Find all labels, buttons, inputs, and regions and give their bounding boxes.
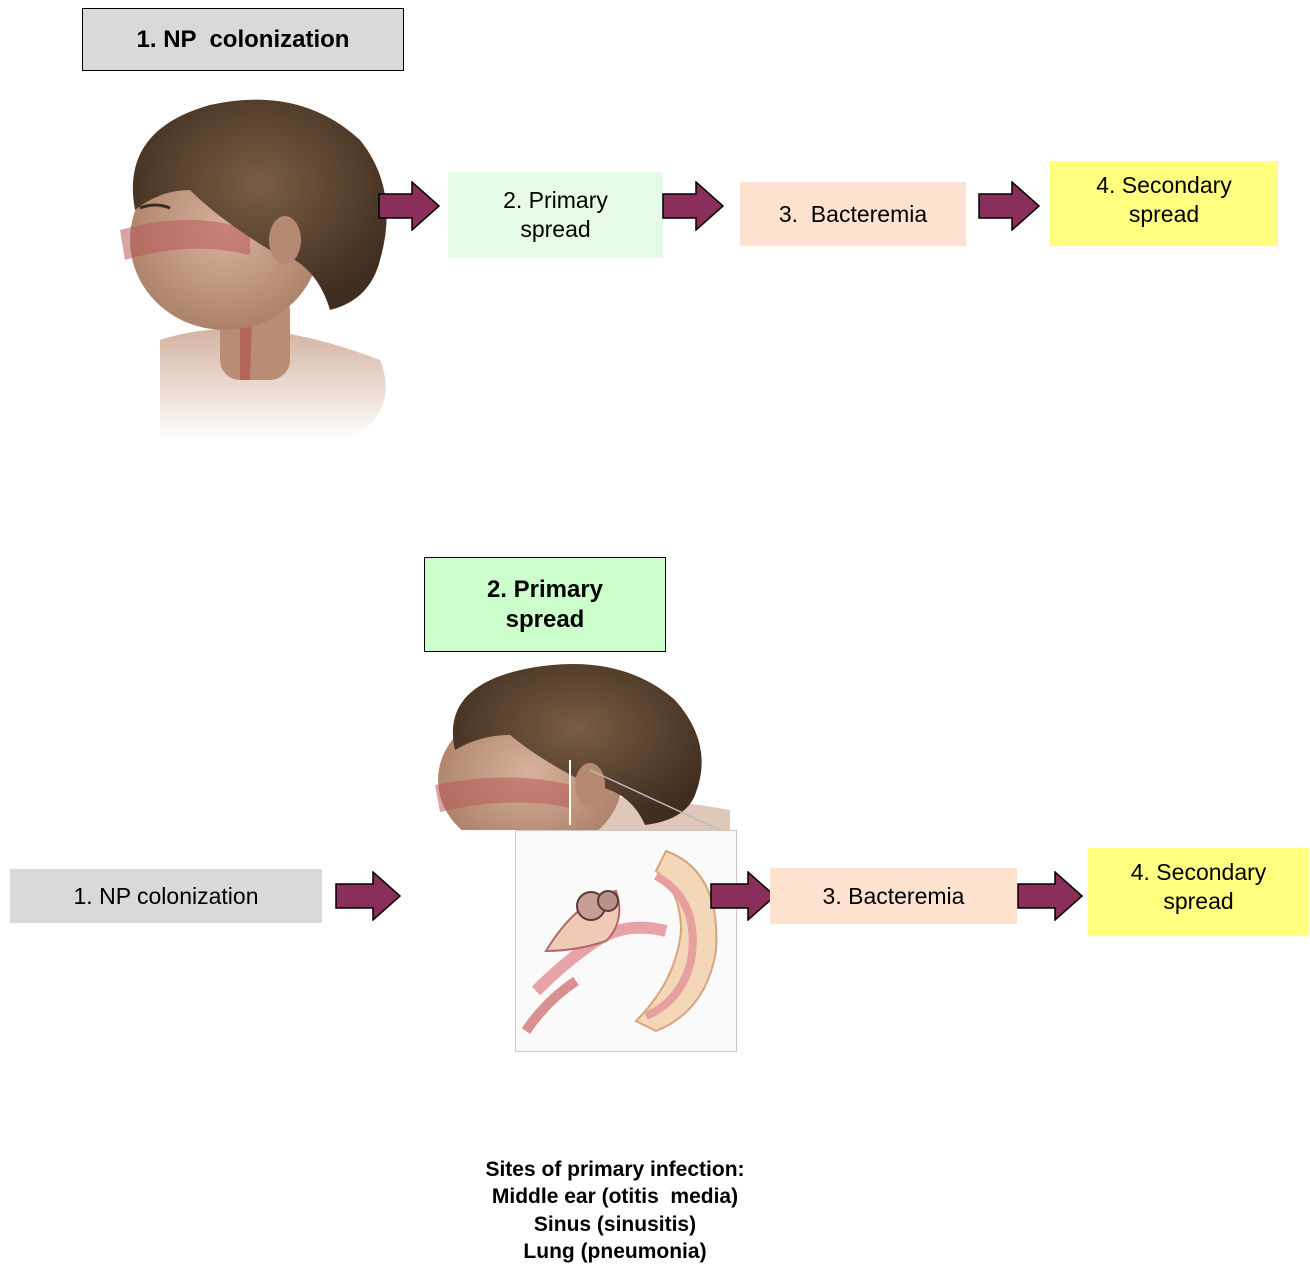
step-secondary-spread: 4. Secondary spread	[1050, 161, 1278, 246]
right-arrow-icon	[335, 871, 401, 921]
right-arrow-icon	[978, 181, 1040, 231]
child-head-illustration	[100, 90, 410, 440]
step-bacteremia: 3. Bacteremia	[740, 182, 966, 246]
title-np-colonization: 1. NP colonization	[82, 8, 404, 71]
caption-line: Sites of primary infection:	[420, 1156, 810, 1183]
title-primary-spread-label: 2. Primary spread	[470, 575, 620, 635]
caption-line: Sinus (sinusitis)	[420, 1211, 810, 1238]
step-np-colonization-label: 1. NP colonization	[74, 882, 259, 911]
step-bacteremia-bottom-label: 3. Bacteremia	[823, 882, 965, 911]
title-label: 1. NP colonization	[137, 25, 350, 55]
ear-inset-frame	[515, 830, 737, 1052]
step-secondary-spread-bottom: 4. Secondary spread	[1088, 848, 1309, 936]
ear-anatomy-illustration	[516, 831, 735, 1050]
step-bacteremia-label: 3. Bacteremia	[779, 200, 927, 229]
primary-infection-caption: Sites of primary infection: Middle ear (…	[420, 1156, 810, 1265]
right-arrow-icon	[378, 181, 440, 231]
right-arrow-icon	[662, 181, 724, 231]
step-primary-spread: 2. Primary spread	[448, 172, 663, 258]
step-np-colonization: 1. NP colonization	[10, 869, 322, 923]
child-head-illustration	[430, 660, 750, 830]
caption-line: Lung (pneumonia)	[420, 1238, 810, 1265]
caption-line: Middle ear (otitis media)	[420, 1183, 810, 1210]
step-secondary-spread-label: 4. Secondary spread	[1079, 171, 1249, 229]
right-arrow-icon	[1017, 871, 1083, 921]
step-primary-spread-label: 2. Primary spread	[486, 186, 626, 244]
right-arrow-icon	[710, 871, 776, 921]
step-secondary-spread-bottom-label: 4. Secondary spread	[1114, 858, 1284, 916]
title-primary-spread: 2. Primary spread	[424, 557, 666, 652]
step-bacteremia-bottom: 3. Bacteremia	[770, 868, 1017, 924]
